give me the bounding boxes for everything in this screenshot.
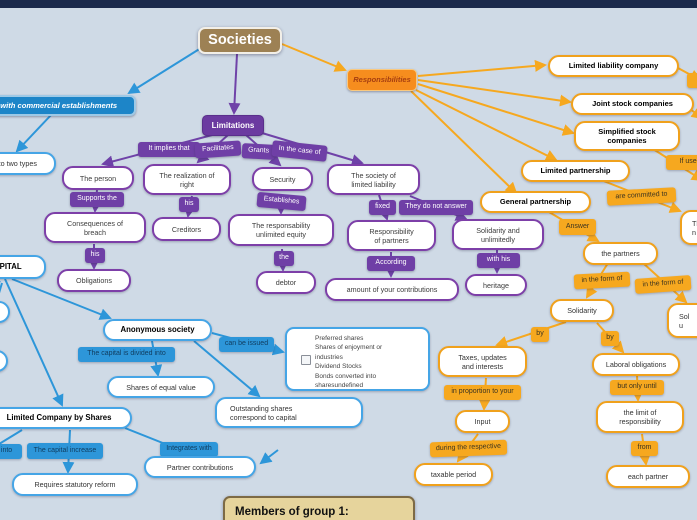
- edge: [0, 429, 23, 445]
- node-cut-label-a[interactable]: A: [687, 73, 697, 88]
- node-capital-increase[interactable]: The capital increase: [27, 443, 103, 459]
- node-cut-node-right-1[interactable]: The n: [680, 210, 697, 245]
- edge: [417, 79, 572, 107]
- node-responsibility-of-partners[interactable]: Responsibility of partners: [347, 220, 436, 251]
- members-line: Members of group 1:: [235, 506, 349, 518]
- list-item: sharesundefined: [315, 382, 364, 390]
- node-by-2[interactable]: by: [601, 331, 619, 346]
- node-by-1[interactable]: by: [531, 327, 549, 342]
- node-in-proportion[interactable]: in proportion to your: [444, 385, 521, 400]
- node-cut-node-right-2[interactable]: Sol u: [667, 303, 697, 338]
- node-two-types[interactable]: into two types: [0, 152, 56, 175]
- node-limited-partnership[interactable]: Limited partnership: [521, 160, 630, 182]
- top-bar: [0, 0, 697, 8]
- node-partner-contributions[interactable]: Partner contributions: [144, 456, 256, 478]
- node-outstanding-shares[interactable]: Outstanding shares correspond to capital: [215, 397, 363, 428]
- node-laboral-obligations[interactable]: Laboral obligations: [592, 353, 680, 376]
- edge: [11, 278, 112, 320]
- node-divided-into[interactable]: divided into: [0, 444, 22, 459]
- list-item: industries: [315, 353, 343, 361]
- node-they-do-not-answer[interactable]: They do not answer: [399, 200, 473, 215]
- node-joint-stock-companies[interactable]: Joint stock companies: [571, 93, 694, 115]
- edge: [193, 340, 261, 398]
- list-item: Bonds converted into: [315, 372, 377, 380]
- node-integrates-with[interactable]: Integrates with: [160, 442, 218, 457]
- node-consequences[interactable]: Consequences of breach: [44, 212, 146, 243]
- node-limited-liability-company[interactable]: Limited liability company: [548, 55, 679, 77]
- node-capital[interactable]: CAPITAL: [0, 255, 46, 279]
- node-differences[interactable]: Differences with commercial establishmen…: [0, 95, 136, 116]
- node-amount-contributions[interactable]: amount of your contributions: [325, 278, 459, 301]
- node-answer[interactable]: Answer: [559, 219, 596, 235]
- list-item: Dividend Stocks: [315, 363, 362, 371]
- node-responsability[interactable]: The responsability unlimited equity: [228, 214, 334, 246]
- edge: [417, 59, 547, 77]
- edge: [4, 278, 64, 407]
- node-simplified-stock-companies[interactable]: Simplified stock companies: [574, 121, 680, 151]
- checkbox-icon[interactable]: [301, 355, 311, 365]
- node-input[interactable]: Input: [455, 410, 510, 433]
- node-general-partnership[interactable]: General partnership: [480, 191, 591, 213]
- edge: [415, 89, 558, 161]
- list-item: Shares of enjoyment or: [315, 344, 383, 352]
- node-requires-statutory-reform[interactable]: Requires statutory reform: [12, 473, 138, 496]
- node-facilitates[interactable]: Facilitates: [194, 140, 242, 159]
- node-grants[interactable]: Grants: [241, 143, 276, 160]
- node-capital-divided-into[interactable]: The capital is divided into: [78, 347, 175, 362]
- list-item: Preferred shares: [315, 335, 364, 342]
- node-can-be-issued[interactable]: can be issued: [219, 337, 274, 352]
- node-the-1[interactable]: the: [274, 251, 294, 266]
- node-it-implies-that[interactable]: It implies that: [138, 142, 200, 157]
- node-during-respective[interactable]: during the respective: [429, 439, 508, 458]
- node-heritage[interactable]: heritage: [465, 274, 527, 296]
- node-the-person[interactable]: The person: [62, 166, 134, 190]
- node-anonymous-society[interactable]: Anonymous society: [103, 319, 212, 341]
- edge: [417, 83, 575, 136]
- node-creditors[interactable]: Creditors: [152, 217, 221, 241]
- node-taxable-period[interactable]: taxable period: [414, 463, 493, 486]
- edge: [127, 47, 202, 95]
- node-limitations[interactable]: Limitations: [202, 115, 264, 136]
- edge: [228, 53, 241, 115]
- node-but-only-until[interactable]: but only until: [610, 380, 664, 395]
- edge: [15, 113, 53, 153]
- node-societies[interactable]: Societies: [198, 27, 282, 54]
- node-obligations[interactable]: Obligations: [57, 269, 131, 292]
- node-the-partners[interactable]: the partners: [583, 242, 658, 265]
- node-taxes-updates[interactable]: Taxes, updates and interests: [438, 346, 527, 377]
- node-his-1[interactable]: his: [85, 248, 105, 263]
- node-each-partner[interactable]: each partner: [606, 465, 690, 488]
- node-solidarity-unlimitedly[interactable]: Solidarity and unlimitedly: [452, 219, 544, 250]
- node-in-the-form-of-1[interactable]: in the form of: [573, 271, 631, 290]
- node-his-2[interactable]: his: [179, 197, 199, 212]
- edge: [259, 449, 279, 465]
- node-limit-responsibility[interactable]: the limit of responsibility: [596, 401, 684, 433]
- node-realization[interactable]: The realization of right: [143, 164, 231, 195]
- node-debtor[interactable]: debtor: [256, 271, 316, 294]
- edge: [410, 90, 518, 195]
- node-responsibilities[interactable]: Responsibilities: [347, 69, 417, 91]
- node-shares-equal-value[interactable]: Shares of equal value: [107, 376, 215, 398]
- node-limited-company-by-shares[interactable]: Limited Company by Shares: [0, 407, 132, 429]
- node-society-limited-liability[interactable]: The society of limited liability: [327, 164, 420, 195]
- node-security[interactable]: Security: [252, 167, 313, 191]
- node-with-his[interactable]: with his: [477, 253, 520, 268]
- edge: [281, 43, 347, 72]
- node-solidarity[interactable]: Solidarity: [550, 299, 614, 322]
- node-according[interactable]: According: [367, 256, 415, 271]
- node-from[interactable]: from: [631, 441, 658, 456]
- node-members-box[interactable]: Members of group 1:* Laura Catalina Garc…: [223, 496, 415, 520]
- node-fixed[interactable]: fixed: [369, 200, 396, 215]
- node-if-used[interactable]: If used: [666, 155, 697, 170]
- node-supports-the[interactable]: Supports the: [70, 192, 124, 207]
